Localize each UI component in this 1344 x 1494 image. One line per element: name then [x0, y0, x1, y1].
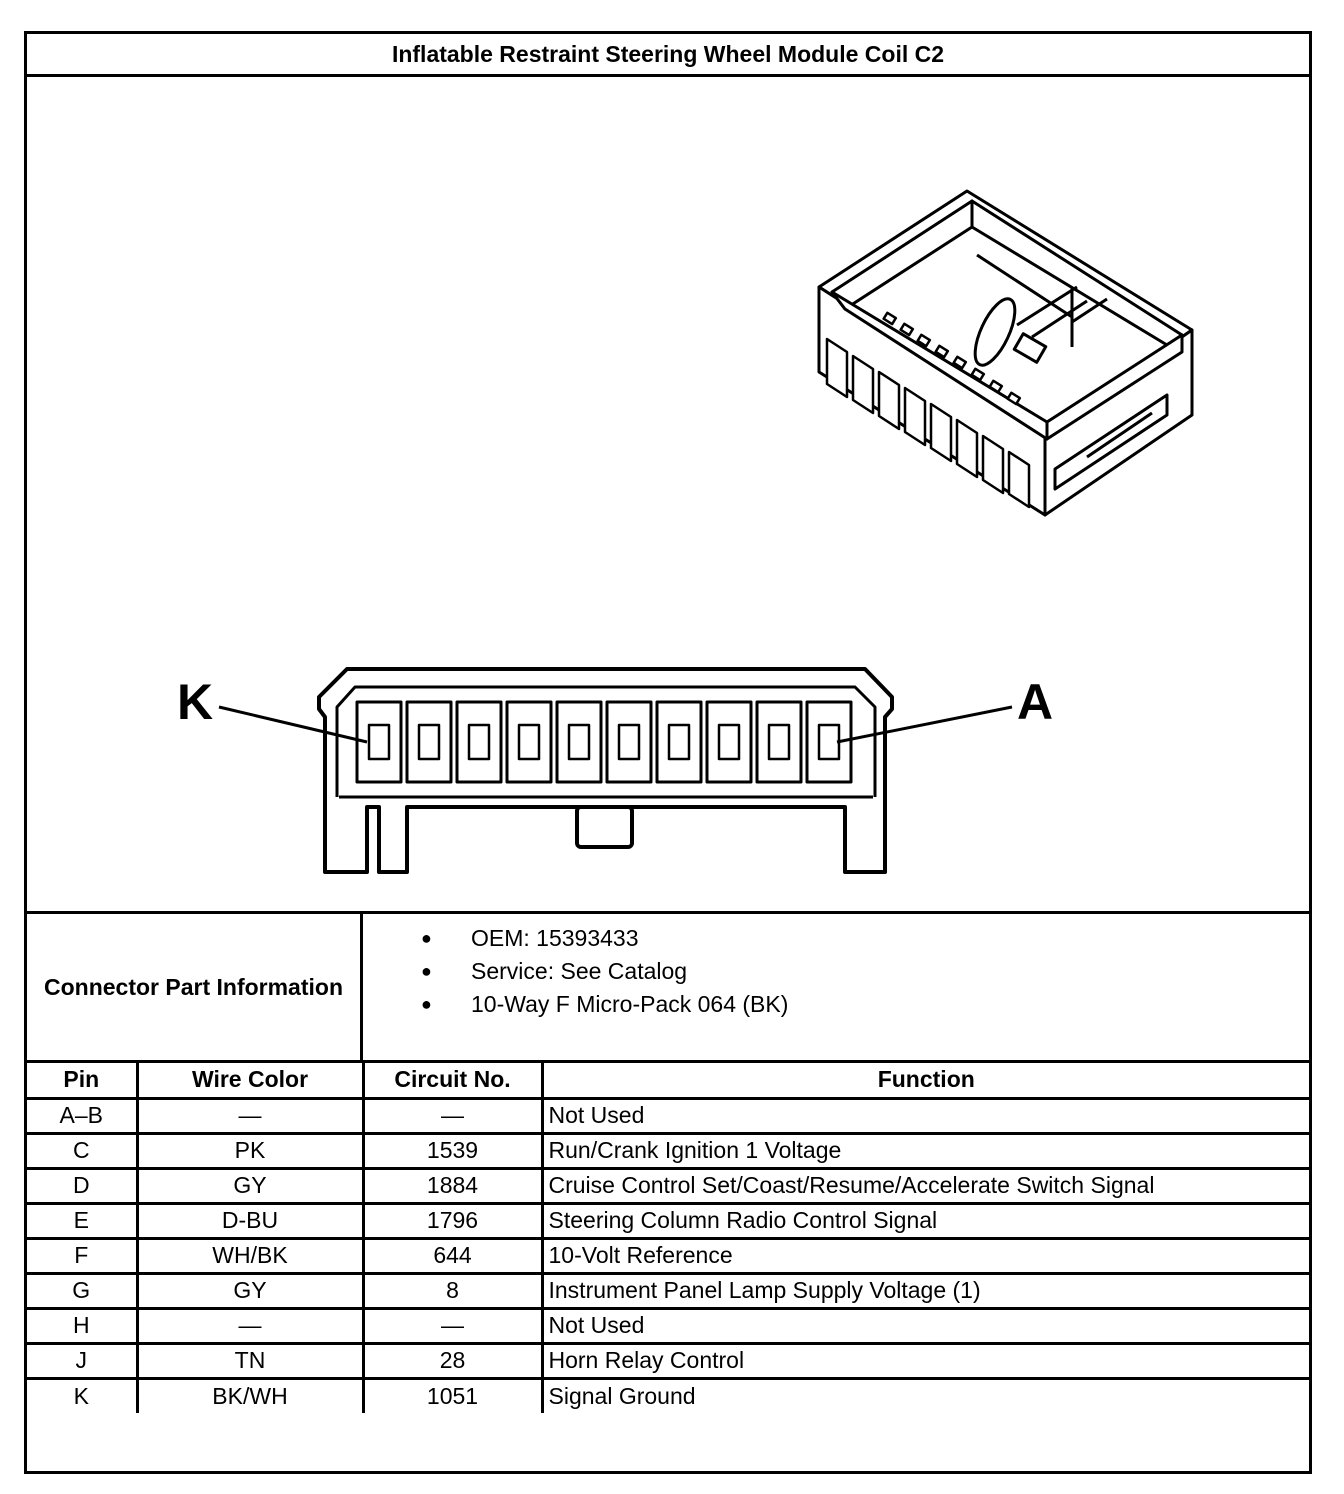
table-row: E D-BU 1796 Steering Column Radio Contro… — [27, 1201, 1309, 1240]
cell-circuit: — — [361, 1306, 544, 1345]
cell-function: Cruise Control Set/Coast/Resume/Accelera… — [540, 1166, 1309, 1205]
header-pin: Pin — [27, 1063, 139, 1100]
connector-sheet: Inflatable Restraint Steering Wheel Modu… — [24, 31, 1312, 1474]
cell-pin: C — [27, 1131, 139, 1170]
cell-function: 10-Volt Reference — [540, 1236, 1309, 1275]
cell-wire-color: — — [135, 1096, 365, 1135]
cell-function: Steering Column Radio Control Signal — [540, 1201, 1309, 1240]
bullet-icon: ● — [421, 928, 432, 948]
cell-wire-color: WH/BK — [135, 1236, 365, 1275]
cell-circuit: 1884 — [361, 1166, 544, 1205]
cell-function: Horn Relay Control — [540, 1341, 1309, 1380]
cell-pin: K — [27, 1376, 139, 1413]
table-row: F WH/BK 644 10-Volt Reference — [27, 1236, 1309, 1275]
cell-circuit: 1796 — [361, 1201, 544, 1240]
table-row: C PK 1539 Run/Crank Ignition 1 Voltage — [27, 1131, 1309, 1170]
cell-pin: A–B — [27, 1096, 139, 1135]
pin-k-label: K — [177, 674, 213, 730]
table-row: K BK/WH 1051 Signal Ground — [27, 1376, 1309, 1413]
cell-function: Instrument Panel Lamp Supply Voltage (1) — [540, 1271, 1309, 1310]
cell-wire-color: BK/WH — [135, 1376, 365, 1413]
connector-front-view — [218, 667, 1013, 874]
cell-wire-color: GY — [135, 1271, 365, 1310]
cell-function: Not Used — [540, 1306, 1309, 1345]
cell-wire-color: PK — [135, 1131, 365, 1170]
pin-a-label: A — [1017, 674, 1053, 730]
bullet-icon: ● — [421, 994, 432, 1014]
cell-function: Not Used — [540, 1096, 1309, 1135]
table-header-row: Pin Wire Color Circuit No. Function — [27, 1063, 1309, 1100]
cell-wire-color: GY — [135, 1166, 365, 1205]
cell-wire-color: — — [135, 1306, 365, 1345]
pinout-table: Pin Wire Color Circuit No. Function A–B … — [27, 1063, 1309, 1413]
cell-wire-color: D-BU — [135, 1201, 365, 1240]
connector-isometric-illustration — [817, 189, 1194, 517]
sheet-title: Inflatable Restraint Steering Wheel Modu… — [27, 34, 1309, 77]
cell-wire-color: TN — [135, 1341, 365, 1380]
cell-pin: G — [27, 1271, 139, 1310]
connector-info-item: ●OEM: 15393433 — [363, 922, 788, 955]
cell-circuit: 1051 — [361, 1376, 544, 1413]
connector-part-information: Connector Part Information ●OEM: 1539343… — [27, 911, 1309, 1063]
header-circuit-no: Circuit No. — [361, 1063, 544, 1100]
table-row: J TN 28 Horn Relay Control — [27, 1341, 1309, 1380]
cell-circuit: 8 — [361, 1271, 544, 1310]
header-wire-color: Wire Color — [135, 1063, 365, 1100]
cell-circuit: — — [361, 1096, 544, 1135]
table-row: H — — Not Used — [27, 1306, 1309, 1345]
connector-info-item: ●Service: See Catalog — [363, 955, 788, 988]
table-row: G GY 8 Instrument Panel Lamp Supply Volt… — [27, 1271, 1309, 1310]
cell-pin: J — [27, 1341, 139, 1380]
cell-circuit: 644 — [361, 1236, 544, 1275]
table-row: A–B — — Not Used — [27, 1096, 1309, 1135]
header-function: Function — [540, 1063, 1309, 1100]
cell-function: Run/Crank Ignition 1 Voltage — [540, 1131, 1309, 1170]
cell-pin: E — [27, 1201, 139, 1240]
connector-info-list: ●OEM: 15393433 ●Service: See Catalog ●10… — [363, 922, 788, 1021]
table-row: D GY 1884 Cruise Control Set/Coast/Resum… — [27, 1166, 1309, 1205]
bullet-icon: ● — [421, 961, 432, 981]
connector-drawing: K A — [27, 77, 1309, 911]
connector-info-label: Connector Part Information — [27, 914, 363, 1060]
connector-info-item: ●10-Way F Micro-Pack 064 (BK) — [363, 988, 788, 1021]
cell-pin: H — [27, 1306, 139, 1345]
cell-pin: F — [27, 1236, 139, 1275]
cell-pin: D — [27, 1166, 139, 1205]
cell-circuit: 28 — [361, 1341, 544, 1380]
cell-function: Signal Ground — [540, 1376, 1309, 1413]
cell-circuit: 1539 — [361, 1131, 544, 1170]
